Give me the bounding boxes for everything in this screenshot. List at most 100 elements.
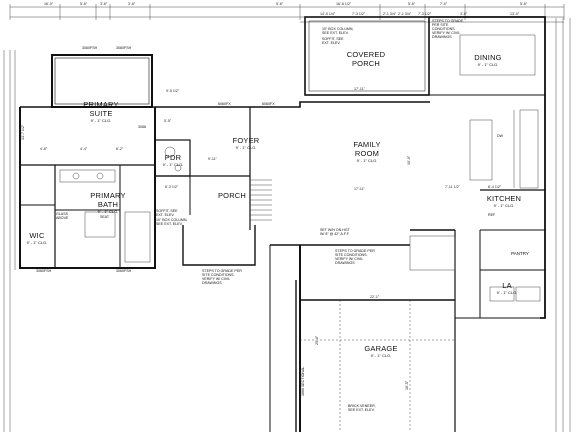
note-brick-veneer-0: BRICK VENEER, — [348, 404, 376, 408]
top-dimension-lines — [9, 4, 565, 23]
right-dimension-lines — [555, 18, 571, 432]
dim-int-14: 25'-0" — [315, 335, 319, 345]
walls — [19, 16, 546, 432]
room-foyer-name: FOYER — [233, 136, 260, 145]
room-pdr-ceiling: 9' - 1" CLG. — [163, 162, 184, 167]
dim-int-4: 22'-1" — [370, 295, 380, 299]
room-pdr-name: PDR — [165, 153, 182, 162]
dim-int-3: 8'-4 1/2" — [488, 185, 502, 189]
dim-top-0: 16'-0" — [44, 2, 54, 6]
room-kitchen-ceiling: 9' - 1" CLG. — [494, 203, 515, 208]
note-garage-door: 1660 SECTIONAL — [301, 367, 305, 396]
left-dimension-lines — [3, 50, 16, 432]
room-primary-suite-ceiling: 9' - 1" CLG. — [91, 118, 112, 123]
note-front-soffit-3: SEE EXT. ELEV. — [156, 222, 183, 226]
notes: 10" BOX COLUMN, SEE EXT. ELEV. SOFFIT, S… — [36, 19, 504, 412]
room-wic-ceiling: 9' - 1" CLG. — [27, 240, 48, 245]
note-steps-garage-0: STEPS TO GRADE PER — [335, 249, 375, 253]
room-porch-name: PORCH — [218, 191, 246, 200]
note-porch-soffit-1: SEE EXT. ELEV. — [322, 31, 349, 35]
note-window-6060-a: 6060FX — [218, 102, 231, 106]
dim-top2-2: 2'-1 3/4" — [383, 12, 397, 16]
note-window-3060-c: 3060FSH — [36, 269, 52, 273]
dim-int-13: 13'-7 1/2" — [21, 124, 25, 140]
note-glass-above-1: ABOVE — [56, 216, 69, 220]
dim-top2-3: 2'-1 3/4" — [398, 12, 412, 16]
room-covered-porch-name2: PORCH — [352, 59, 380, 68]
note-seat: SEAT — [100, 215, 110, 219]
dim-top2-0: 14'-0 1/4" — [320, 12, 336, 16]
room-primary-suite-name2: SUITE — [89, 109, 112, 118]
room-foyer-ceiling: 9' - 1" CLG. — [236, 145, 257, 150]
note-steps-top-2: CONDITIONS. — [432, 27, 456, 31]
dim-int-15: 16'-5" — [405, 380, 409, 390]
dim-int-2: 7'-11 1/2" — [445, 185, 461, 189]
note-front-soffit-1: EXT. ELEV. — [156, 213, 174, 217]
room-primary-suite-name: PRIMARY — [83, 100, 118, 109]
note-steps-top-3: VERIFY W/ CIVIL — [432, 31, 460, 35]
note-steps-top-4: DRAWINGS — [432, 35, 452, 39]
room-family-room-name: FAMILY — [353, 140, 380, 149]
note-steps-top-1: PER SITE — [432, 23, 449, 27]
room-covered-porch-name: COVERED — [347, 50, 386, 59]
dim-top-2: 3'-6" — [100, 2, 108, 6]
room-la-name: LA — [502, 281, 512, 290]
dim-top-5: 16'-6 1/2" — [336, 2, 352, 6]
dim-int-10: 4'-8" — [40, 147, 48, 151]
room-dining-ceiling: 9' - 1" CLG. — [478, 62, 499, 67]
note-dw: DW — [497, 134, 504, 138]
dim-top-3: 3'-6" — [128, 2, 136, 6]
dim-top-6: 5'-6" — [408, 2, 416, 6]
room-dining-name: DINING — [474, 53, 501, 62]
dim-int-9: 5'-5" — [164, 119, 172, 123]
dim-top-1: 5'-6" — [80, 2, 88, 6]
dim-top2-4: 7'-3 1/2" — [418, 12, 432, 16]
dim-int-8: 9'-11" — [208, 157, 218, 161]
dim-int-6: 4'-4" — [80, 147, 88, 151]
note-front-soffit-0: SOFFIT, SEE — [156, 209, 178, 213]
note-steps-front-3: DRAWINGS — [202, 281, 222, 285]
room-kitchen-name: KITCHEN — [487, 194, 521, 203]
dim-int-1: 17'-11" — [354, 87, 366, 91]
note-brick-veneer-1: SEE EXT. ELEV. — [348, 408, 375, 412]
dim-int-0: 9'-5 1/2" — [166, 89, 180, 93]
room-pantry-name: PANTRY — [511, 251, 529, 256]
top-dimension-text: 16'-0" 5'-6" 3'-6" 3'-6" 5'-6" 16'-6 1/2… — [44, 2, 528, 16]
room-labels: PRIMARY SUITE 9' - 1" CLG. COVERED PORCH… — [27, 50, 529, 358]
dim-int-7: 6'-2" — [116, 147, 124, 151]
note-set-hot-water-0: SET W/H ON HGT — [320, 228, 351, 232]
note-porch-soffit-2: SOFFIT, SEE — [322, 37, 344, 41]
dim-int-11: 17'-11" — [354, 187, 366, 191]
note-steps-garage-2: VERIFY W/ CIVIL — [335, 257, 363, 261]
dim-top2-6: 13'-0" — [510, 12, 520, 16]
stairs — [250, 179, 272, 221]
room-family-room-ceiling: 9' - 1" CLG. — [357, 158, 378, 163]
note-steps-garage-3: DRAWINGS — [335, 261, 355, 265]
room-la-ceiling: 9' - 1" CLG. — [497, 290, 518, 295]
note-window-3060-b: 3060FSH — [116, 46, 132, 50]
note-glass-above-0: GLASS — [56, 212, 69, 216]
note-steps-front-0: STEPS TO GRADE PER — [202, 269, 242, 273]
dim-int-5: 6'-3 1/2" — [165, 185, 179, 189]
note-window-6060-b: 6060FX — [262, 102, 275, 106]
dim-top-4: 5'-6" — [276, 2, 284, 6]
note-door-3068: 3068 — [138, 125, 146, 129]
room-primary-bath-ceiling: 9' - 1" CLG. — [98, 209, 119, 214]
note-steps-front-2: VERIFY W/ CIVIL — [202, 277, 230, 281]
room-garage-ceiling: 9' - 1" CLG. — [371, 353, 392, 358]
room-primary-bath-name2: BATH — [98, 200, 118, 209]
dim-top2-5: 3'-0" — [460, 12, 468, 16]
note-steps-garage-1: SITE CONDITIONS. — [335, 253, 368, 257]
note-porch-soffit-3: EXT. ELEV. — [322, 41, 340, 45]
note-porch-soffit-0: 10" BOX COLUMN, — [322, 27, 353, 31]
note-set-hot-water-1: W/ 8" @ 42" A.F.F. — [320, 232, 350, 236]
dim-top2-1: 7'-3 1/2" — [352, 12, 366, 16]
dim-top-8: 5'-6" — [520, 2, 528, 6]
garage-lines — [300, 300, 455, 432]
fixtures — [59, 34, 541, 302]
note-steps-front-1: SITE CONDITIONS. — [202, 273, 235, 277]
note-window-3060-a: 3060FSH — [82, 46, 98, 50]
room-garage-name: GARAGE — [364, 344, 397, 353]
dim-int-12: 10'-0" — [407, 155, 411, 165]
